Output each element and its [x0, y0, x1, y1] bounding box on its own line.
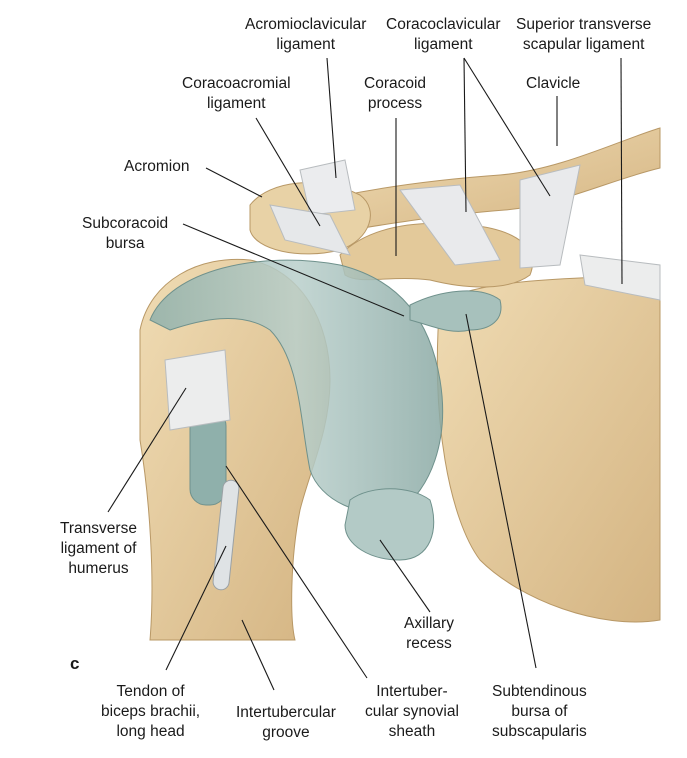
subtendinous-bursa-shape [409, 290, 502, 332]
biceps-tendon [212, 479, 240, 591]
coracoclavicular-band-1 [399, 184, 501, 266]
label-clavicle: Clavicle [526, 75, 581, 92]
leader-lines [107, 57, 623, 691]
transverse-ligament [164, 349, 231, 431]
superior-transverse-band [579, 254, 661, 301]
scapula [436, 267, 661, 623]
axillary-recess-shape [344, 488, 435, 561]
acromioclavicular-band [299, 159, 356, 216]
coracoacromial-band [269, 204, 351, 256]
coracoclavicular-band-2 [519, 164, 581, 269]
panel-letter: c [70, 654, 80, 673]
label-acromion: Acromion [124, 158, 190, 175]
